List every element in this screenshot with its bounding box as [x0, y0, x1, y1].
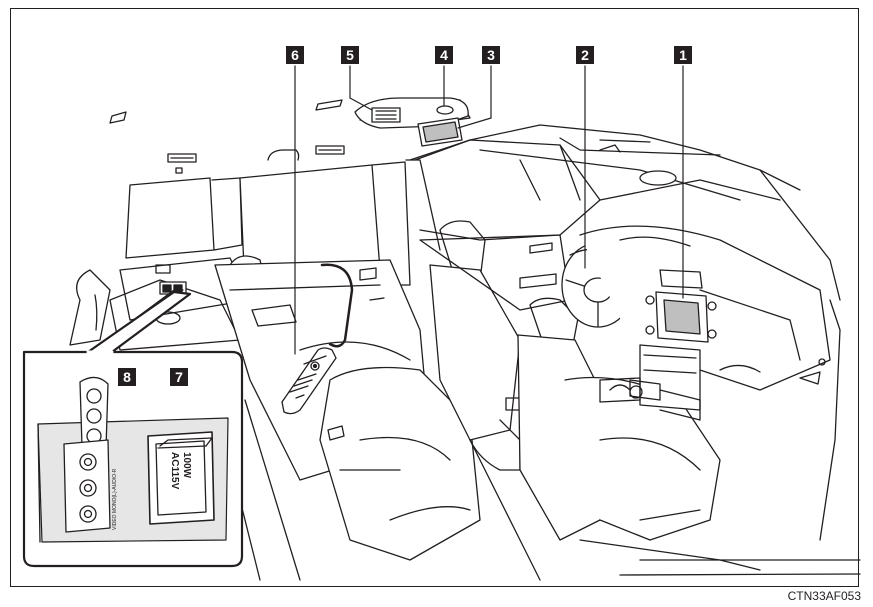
callout-8: 8 [118, 368, 136, 386]
power-outlet [147, 431, 215, 525]
front-passenger-seat [517, 297, 761, 571]
floor-lines [229, 299, 861, 581]
jack-label: VIDEO MONO(L)-AUDIO-R [112, 468, 118, 530]
outlet-label-voltage: AC115V [169, 452, 180, 490]
center-console-screen [645, 269, 717, 343]
center-stack [599, 344, 701, 421]
callout-4: 4 [435, 46, 453, 64]
overhead-screen [417, 117, 463, 147]
figure-code: CTN33AF053 [787, 589, 861, 603]
callout-1: 1 [674, 46, 692, 64]
callout-6: 6 [286, 46, 304, 64]
callout-2: 2 [576, 46, 594, 64]
callout-3: 3 [482, 46, 500, 64]
remote-control [281, 347, 337, 415]
windshield [409, 139, 841, 301]
roof-vents [109, 99, 677, 186]
callout-7: 7 [170, 368, 188, 386]
front-driver-seat [429, 220, 546, 471]
second-row-cushion [319, 366, 481, 561]
callout-5: 5 [341, 46, 359, 64]
rca-jacks [63, 439, 111, 533]
outlet-label-wattage: 100W [181, 452, 192, 479]
